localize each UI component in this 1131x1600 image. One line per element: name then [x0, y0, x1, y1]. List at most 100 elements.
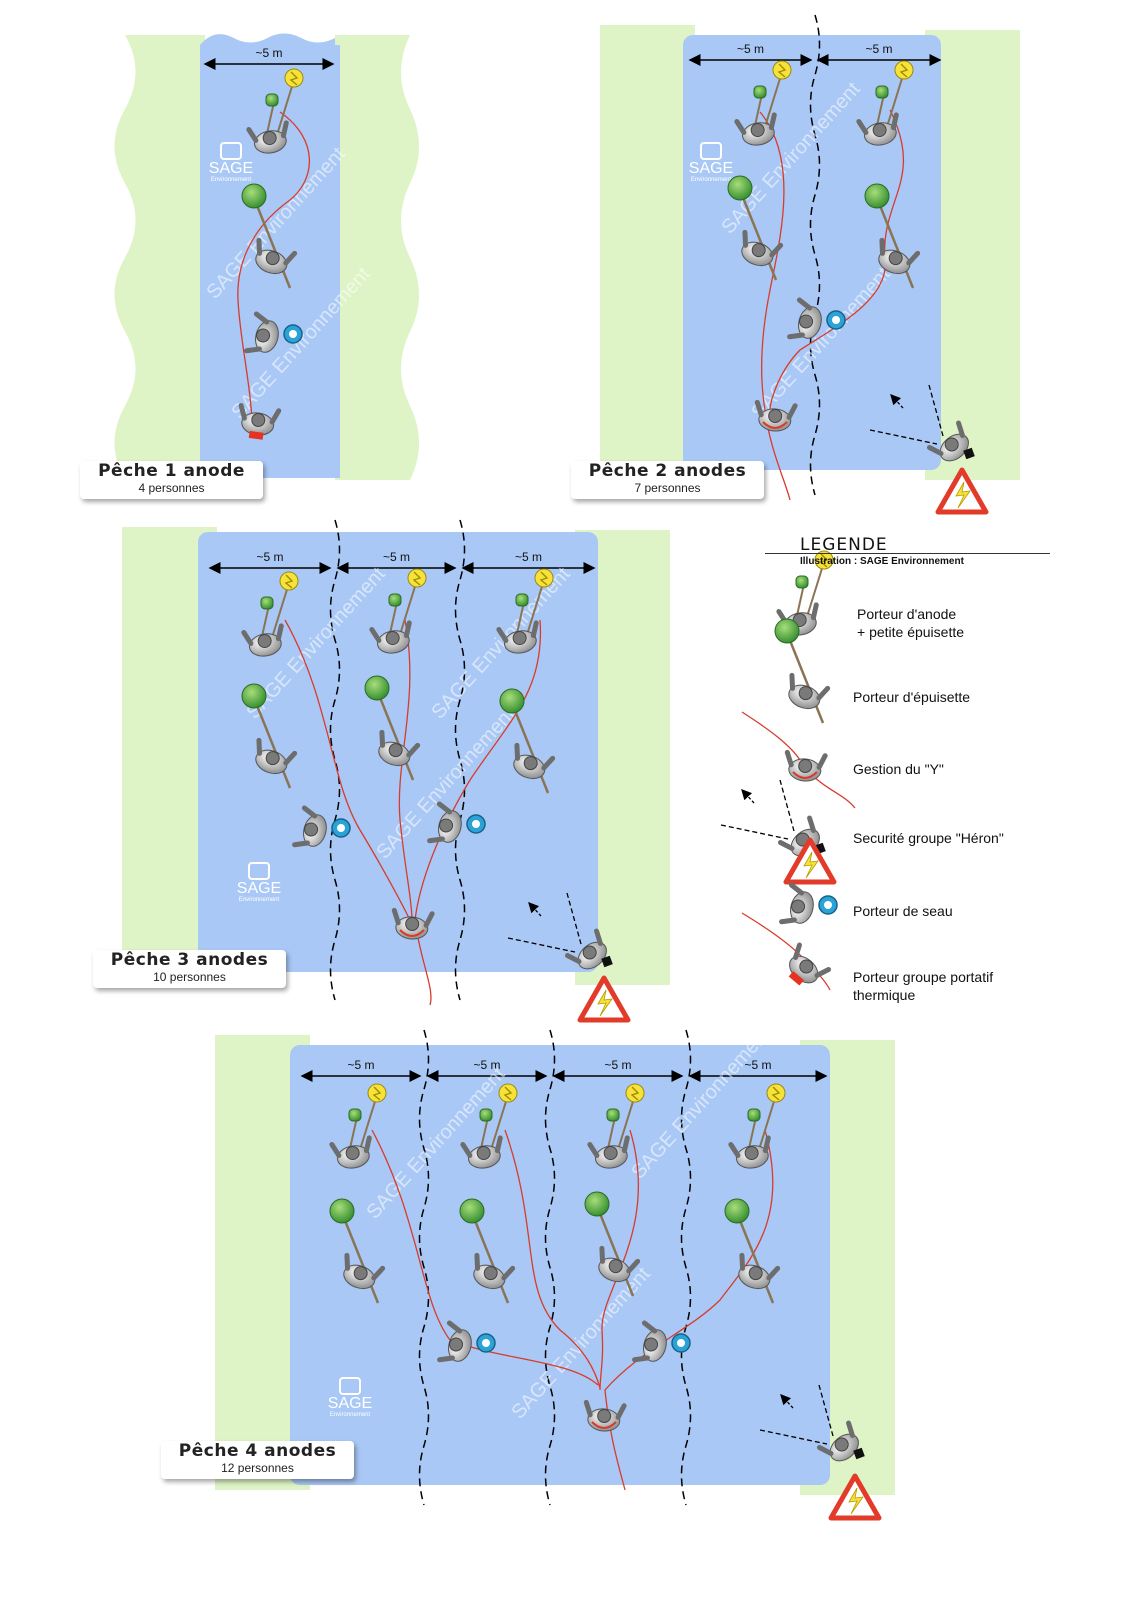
panel-2-cable-1	[759, 111, 791, 501]
panel-3-cable-2	[398, 619, 413, 921]
panel-1-generator-carrier-arms	[238, 402, 282, 425]
panel-2-y-manager-figure-arms	[754, 399, 798, 420]
panel-3-net-carrier-2-figure	[378, 729, 421, 767]
panel-1-net-carrier-figure-arms	[256, 237, 298, 266]
panel-1-anode-carrier-figure	[246, 120, 289, 154]
panel-2-heron-figure-arms	[926, 420, 965, 456]
panel-3-anode-carrier-1-figure-arms	[241, 623, 284, 646]
panel-3-anode-carrier-3-figure-head	[512, 631, 527, 646]
legend-heron-sightline-2	[779, 779, 795, 832]
legend-net-carrier-figure-arms	[789, 672, 831, 701]
legend-bucket-carrier-figure	[779, 882, 814, 925]
panel-2-heron-figure	[926, 420, 975, 462]
panel-3-width-1-label: ~5 m	[256, 550, 283, 564]
panel-3-bucket-carrier-1-bucket-inner	[337, 824, 345, 832]
panel-2-anode-carrier-1-pole	[763, 71, 783, 131]
panel-3-bucket-carrier-2-bucket-inner	[472, 820, 480, 828]
panel-3-net-carrier-2-figure-arms	[379, 729, 421, 758]
panel-4-net-carrier-3-pole	[595, 1205, 635, 1297]
panel-2-net-carrier-1-net-icon	[727, 175, 753, 201]
panel-1-anode-carrier-pole	[275, 79, 295, 139]
panel-2-width-2-label: ~5 m	[865, 42, 892, 56]
panel-4-anode-carrier-3-figure	[587, 1135, 630, 1169]
panel-4-net-carrier-4-figure	[738, 1252, 781, 1290]
legend-item-bucket-carrier: Porteur de seau	[853, 902, 953, 920]
panel-3-anode-carrier-2-figure-head	[385, 631, 400, 646]
panel-4-anode-carrier-2-bolt-icon	[503, 1086, 513, 1101]
panel-2-anode-carrier-2-figure-head	[872, 123, 887, 138]
panel-3-anode-carrier-2-small-net-icon	[388, 593, 402, 607]
panel-3-net-carrier-1-pole	[252, 697, 292, 789]
panel-4-title: Pêche 4 anodes	[178, 1441, 337, 1461]
panel-3-anode-carrier-1-small-net-icon	[260, 596, 274, 610]
panel-4-anode-carrier-4-bolt-icon	[771, 1086, 781, 1101]
panel-4-anode-carrier-4-anode-icon	[766, 1083, 786, 1103]
panel-4-bucket-carrier-1-figure-arms	[437, 1320, 463, 1363]
panel-2-title: Pêche 2 anodes	[588, 461, 747, 481]
panel-4-net-carrier-2-figure-head	[483, 1266, 498, 1281]
panel-4-logo-mark	[339, 1377, 361, 1395]
panel-4-anode-carrier-4-figure-head	[744, 1146, 759, 1161]
legend-item-heron-safety: Securité groupe "Héron"	[853, 829, 1004, 847]
panel-4-anode-carrier-4-figure-arms	[728, 1135, 771, 1158]
legend-item-net-carrier-line1: Porteur d'épuisette	[853, 689, 971, 705]
panel-3-bucket-carrier-2-figure-arms	[427, 801, 453, 844]
panel-4-width-2-label: ~5 m	[473, 1058, 500, 1072]
panel-3-heron-look-arrow	[528, 902, 542, 917]
panel-4-cable-2	[504, 1129, 601, 1389]
panel-4-net-carrier-3-net-icon	[584, 1191, 610, 1217]
panel-3-heron-figure-pack	[601, 955, 613, 968]
panel-2-heron-sightline-1	[869, 429, 938, 445]
panel-2-anode-carrier-1-small-net-icon	[753, 85, 767, 99]
panel-3-cable-1	[284, 619, 411, 921]
panel-2-anode-carrier-2-anode-icon	[894, 60, 914, 80]
panel-4-divider-2	[544, 1029, 556, 1506]
panel-3-y-manager-cable-loop	[399, 929, 425, 937]
panel-3-anode-carrier-2-figure-arms	[369, 620, 412, 643]
panel-3-heron-sightline-2	[566, 892, 582, 945]
panel-4-net-carrier-4-net-icon	[724, 1198, 750, 1224]
panel-1-logo-mark	[220, 142, 242, 160]
panel-4-logo-text: SAGE	[328, 1395, 372, 1412]
panel-4-heron-figure	[816, 1420, 865, 1462]
panel-2-net-carrier-2-figure-arms	[879, 237, 921, 266]
panel-1-cable	[237, 111, 311, 421]
panel-1-bank-left	[114, 35, 205, 480]
panel-3-y-manager-figure-arms	[391, 907, 435, 928]
panel-3-net-carrier-3-pole	[510, 702, 550, 794]
legend-bucket-carrier-bucket-inner	[824, 901, 832, 909]
panel-3-width-3-label: ~5 m	[515, 550, 542, 564]
panel-4-net-carrier-1-figure-head	[353, 1266, 368, 1281]
panel-4-anode-carrier-2-small-net-icon	[479, 1108, 493, 1122]
panel-4-divider-3	[680, 1029, 692, 1506]
panel-1-bucket-carrier-figure	[244, 311, 279, 354]
panel-4-anode-carrier-1-figure	[329, 1135, 372, 1169]
panel-3-logo-mark	[248, 862, 270, 880]
panel-2-bucket-carrier-figure-head	[799, 314, 814, 329]
panel-3-label: Pêche 3 anodes 10 personnes	[93, 950, 286, 988]
panel-3-net-carrier-1-figure	[255, 737, 298, 775]
panel-1-net-carrier-figure-head	[265, 251, 280, 266]
panel-3-bucket-carrier-2-figure	[427, 801, 462, 844]
panel-2-bank-left	[600, 25, 695, 480]
panel-3-net-carrier-1-figure-head	[265, 751, 280, 766]
panel-3-anode-carrier-3-pole	[525, 579, 545, 639]
panel-4-width-4-label: ~5 m	[744, 1058, 771, 1072]
legend-net-carrier-figure-head	[798, 686, 813, 701]
panel-3-anode-carrier-3-anode-icon	[534, 568, 554, 588]
panel-2-heron-sightline-2	[928, 384, 944, 437]
panel-4-anode-carrier-4-figure	[728, 1135, 771, 1169]
panel-3-net-carrier-1-figure-arms	[256, 737, 298, 766]
panel-2-bucket-carrier-bucket-inner	[832, 316, 840, 324]
panel-1-net-carrier-figure	[255, 237, 298, 275]
panel-4-anode-carrier-3-small-net-icon	[606, 1108, 620, 1122]
panel-4-bucket-carrier-2-figure-arms	[632, 1320, 658, 1363]
panel-3-lightning-icon	[597, 989, 613, 1017]
panel-4-heron-sightline-1	[759, 1429, 828, 1445]
panel-4-net-carrier-1-figure	[343, 1252, 386, 1290]
panel-2-logo-mark	[700, 142, 722, 160]
legend-heron-figure-arms	[777, 815, 816, 851]
legend-item-y-management-line1: Gestion du "Y"	[853, 761, 944, 777]
